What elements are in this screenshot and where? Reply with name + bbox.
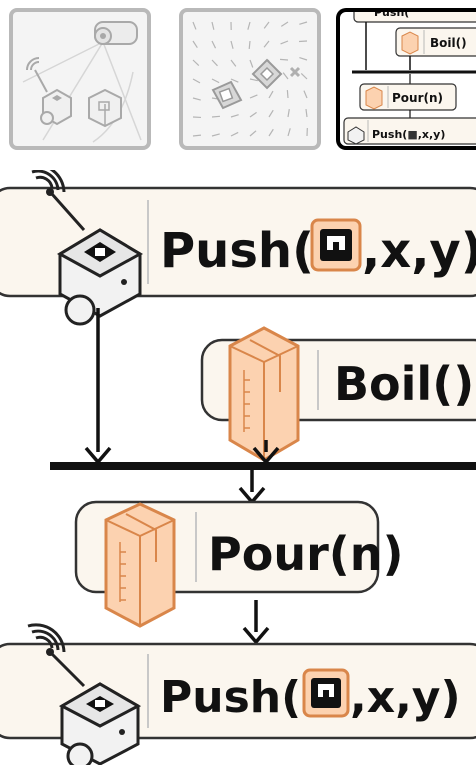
mini-push2-label: Push(■,x,y) xyxy=(372,128,445,141)
field-vector xyxy=(230,114,239,118)
program-diagram: Push( ,x,y) Boil() xyxy=(0,170,476,765)
field-vector xyxy=(230,59,237,67)
robot-icon xyxy=(27,623,142,765)
field-vector xyxy=(287,128,291,137)
sync-bar xyxy=(50,462,476,470)
kettle-icon xyxy=(88,88,122,128)
marker-token-icon xyxy=(310,218,362,272)
field-vector xyxy=(263,40,270,48)
marker-token-icon xyxy=(302,668,350,718)
field-vector xyxy=(280,40,289,45)
push2-label: Push( xyxy=(160,672,301,723)
field-vector xyxy=(268,90,274,99)
field-vector xyxy=(249,78,258,82)
field-vector xyxy=(230,131,239,137)
setup-scene xyxy=(22,21,142,143)
field-vector xyxy=(249,94,258,99)
field-vector xyxy=(268,128,274,137)
field-arrows xyxy=(192,21,308,137)
field-vector xyxy=(249,130,257,137)
camera-icon xyxy=(94,21,138,45)
field-vector xyxy=(249,59,254,68)
mini-boil-label: Boil() xyxy=(430,36,467,50)
field-vector xyxy=(192,21,197,30)
mini-program: Push( Boil() Pour(n) Push(■,x,y) xyxy=(343,12,476,145)
boil-label: Boil() xyxy=(334,357,474,411)
mini-push-label: Push( xyxy=(374,12,409,19)
goal-marker-icon xyxy=(251,58,283,90)
thumbnail-program[interactable]: Push( Boil() Pour(n) Push(■,x,y) xyxy=(336,8,476,150)
field-vector xyxy=(249,111,257,118)
field-vector xyxy=(192,40,198,49)
robot-icon xyxy=(31,170,144,326)
field-vector xyxy=(211,59,218,67)
mini-push2-block: Push(■,x,y) xyxy=(343,117,476,145)
push2-suffix: ,x,y) xyxy=(350,672,461,723)
field-vector xyxy=(211,115,221,118)
robot-icon xyxy=(26,57,72,126)
field-vector xyxy=(280,21,289,27)
field-vector xyxy=(287,109,290,118)
push-label: Push( xyxy=(160,223,314,279)
field-vector xyxy=(211,78,220,84)
field-vector xyxy=(268,109,274,118)
field-vector xyxy=(211,40,217,49)
target-x-icon xyxy=(289,66,301,78)
kettle-icon xyxy=(104,502,176,628)
field-vector xyxy=(192,78,201,84)
thumbnail-field[interactable] xyxy=(179,8,321,150)
field-vector xyxy=(303,90,308,99)
kettle-icon xyxy=(228,326,300,462)
field-vector xyxy=(299,56,308,61)
field-vector xyxy=(192,97,201,101)
vector-field xyxy=(192,21,308,137)
mini-pour-block: Pour(n) xyxy=(359,83,457,111)
arrow-head xyxy=(242,626,270,645)
mini-boil-block: Boil() xyxy=(395,27,476,57)
field-vector xyxy=(211,133,220,137)
field-vector xyxy=(286,89,289,99)
mini-pour-label: Pour(n) xyxy=(392,91,443,105)
field-vector xyxy=(230,40,234,49)
pour-label: Pour(n) xyxy=(208,527,404,581)
field-vector xyxy=(299,21,308,25)
push-suffix: ,x,y) xyxy=(362,223,476,279)
field-vector xyxy=(230,78,239,83)
field-vector xyxy=(247,21,251,30)
field-vector xyxy=(300,72,308,80)
field-vector xyxy=(305,108,308,118)
robot-marker-icon xyxy=(211,80,243,110)
mini-push-block: Push( xyxy=(353,12,476,23)
thumbnail-setup[interactable] xyxy=(9,8,151,150)
field-vector xyxy=(282,72,289,80)
field-vector xyxy=(263,21,270,29)
field-vector xyxy=(279,58,289,61)
field-vector xyxy=(192,59,200,66)
field-vector xyxy=(192,134,202,137)
field-vector xyxy=(211,21,215,30)
field-vector xyxy=(248,40,251,50)
